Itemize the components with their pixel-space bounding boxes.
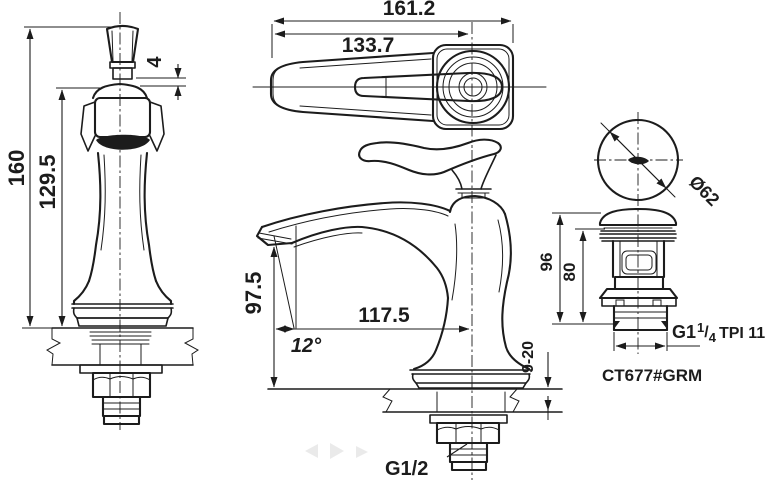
dim-length-overall: 161.2 — [383, 0, 436, 20]
top-view: 161.2 133.7 — [252, 0, 547, 148]
dim-spout-center-reach: 117.5 — [358, 304, 410, 327]
dim-deck-thickness-range: 9-20 — [520, 341, 537, 373]
front-view: 160 129.5 4 — [4, 12, 199, 430]
dim-handle-clearance: 4 — [144, 56, 166, 68]
dim-spout-outlet-height: 97.5 — [241, 272, 266, 315]
dim-cap-diameter: Ø62 — [685, 172, 723, 210]
dim-drain-height-overall: 96 — [537, 253, 556, 272]
watermark-arrows-icon — [305, 443, 368, 459]
inlet-thread-label: G1/2 — [385, 458, 428, 480]
dim-height-overall: 160 — [4, 150, 29, 187]
model-code: CT677#GRM — [602, 366, 702, 385]
dim-drain-height-below-flange: 80 — [560, 263, 579, 282]
dim-spout-angle: 12° — [291, 335, 322, 357]
dim-spout-reach: 133.7 — [342, 34, 395, 57]
side-view: 97.5 12° 117.5 9-20 G1/2 — [241, 138, 563, 480]
drain-view: Ø62 96 80 — [537, 112, 765, 385]
dim-height-to-body: 129.5 — [35, 154, 60, 209]
